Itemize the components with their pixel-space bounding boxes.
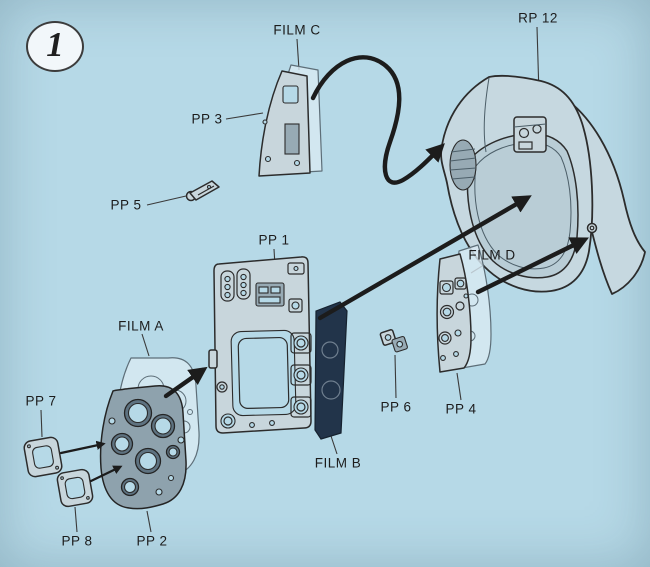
label-pp-5: PP 5 <box>110 197 142 213</box>
step-number: 1 <box>46 24 64 64</box>
arrow-filma-to-pp1 <box>163 366 208 399</box>
label-pp-4: PP 4 <box>445 401 477 417</box>
label-film-b: FILM B <box>314 455 362 471</box>
leader-film-a <box>141 333 150 357</box>
rp12-knob <box>586 222 598 234</box>
label-pp-1: PP 1 <box>258 232 290 248</box>
pp1-part <box>208 256 312 434</box>
pp2-part <box>99 385 187 510</box>
rp12-ribbed-duct <box>449 139 477 191</box>
pp3-part <box>258 70 311 177</box>
label-rp-12: RP 12 <box>518 10 558 26</box>
label-film-a: FILM A <box>118 318 164 334</box>
arrow-pp1-to-rp12 <box>317 195 532 321</box>
leader-pp-8 <box>74 506 78 533</box>
pp4-part <box>436 253 472 373</box>
arrow-pp4-to-rp12 <box>475 237 589 295</box>
pp5-part <box>185 180 220 202</box>
assembly-arrows <box>59 55 589 483</box>
arrow-pp8-to-pp2 <box>89 465 123 483</box>
leader-film-b <box>330 435 338 455</box>
label-pp-8: PP 8 <box>61 533 93 549</box>
arrow-pp3-to-rp12 <box>310 55 445 185</box>
leader-pp-7 <box>40 409 43 438</box>
leader-pp-2 <box>146 510 152 533</box>
label-pp-7: PP 7 <box>25 393 57 409</box>
leader-film-c <box>296 38 300 71</box>
leader-pp-5 <box>146 195 187 206</box>
step-number-badge: 1 <box>26 21 84 72</box>
leader-pp-4 <box>456 372 462 401</box>
leader-pp-6 <box>394 354 397 399</box>
arrow-pp7-to-pp2 <box>59 440 106 455</box>
label-film-d: FILM D <box>468 247 516 263</box>
label-film-c: FILM C <box>273 22 321 38</box>
label-pp-6: PP 6 <box>380 399 412 415</box>
pp6-part <box>379 329 408 353</box>
film-b-part <box>314 301 348 440</box>
pp7-part <box>23 436 63 478</box>
label-pp-2: PP 2 <box>136 533 168 549</box>
pp8-part <box>56 468 94 508</box>
leader-pp-3 <box>225 112 264 120</box>
label-pp-3: PP 3 <box>191 111 223 127</box>
